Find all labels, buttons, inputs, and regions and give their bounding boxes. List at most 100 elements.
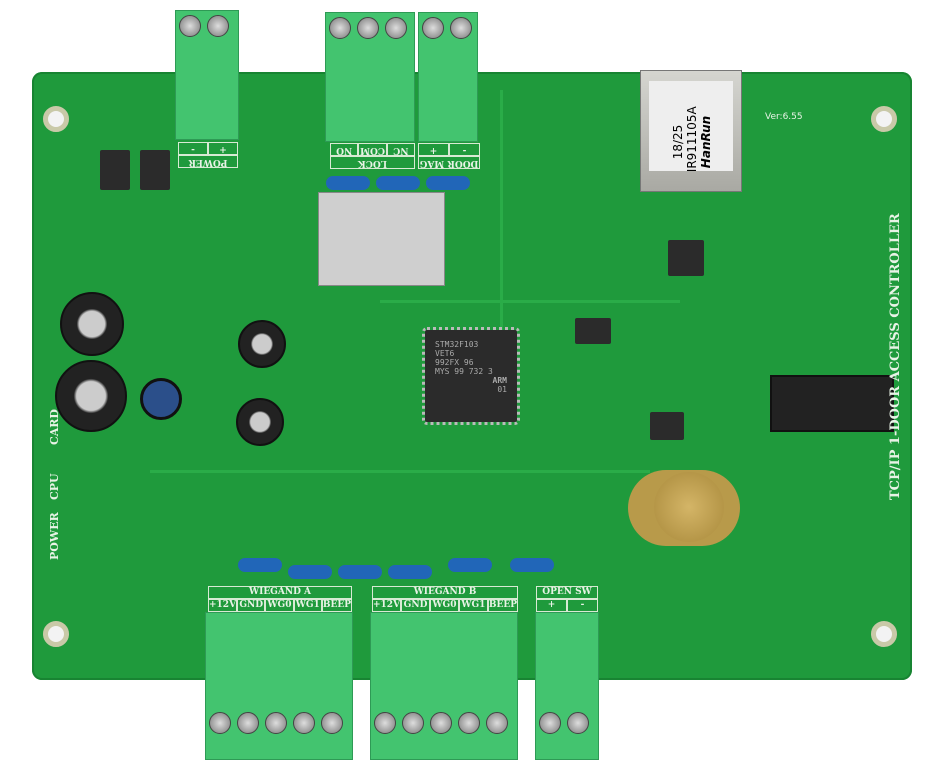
electrolytic-capacitor <box>60 292 124 356</box>
pin-label: GND <box>237 599 266 612</box>
arm-logo: ARM <box>492 376 507 385</box>
capacitor <box>376 176 420 190</box>
model-label: HR911105A <box>685 106 699 171</box>
version-label: Ver:6.55 <box>765 112 803 122</box>
chip <box>100 150 130 190</box>
door-terminal[interactable] <box>418 12 478 142</box>
led-label-power: POWER <box>48 512 61 560</box>
trace <box>500 90 503 330</box>
screw-icon <box>237 712 259 734</box>
ethernet-jack[interactable]: 18/25 HR911105A HanRun <box>640 70 742 192</box>
mcu-line: VET6 <box>435 349 455 358</box>
screw-icon <box>450 17 472 39</box>
chip <box>650 412 684 440</box>
open-sw-terminal[interactable] <box>535 612 599 760</box>
screw-icon <box>357 17 379 39</box>
pin-label: - <box>567 599 598 612</box>
screw-icon <box>422 17 444 39</box>
screw-icon <box>207 15 229 37</box>
capacitor <box>338 565 382 579</box>
capacitor <box>238 558 282 572</box>
screw-icon <box>374 712 396 734</box>
pin-label: WG1 <box>293 599 322 612</box>
trace <box>380 300 680 303</box>
board-title: TCP/IP 1-DOOR ACCESS CONTROLLER <box>888 213 903 500</box>
pin-label: GND <box>401 599 430 612</box>
screw-icon <box>321 712 343 734</box>
capacitor <box>426 176 470 190</box>
power-terminal[interactable] <box>175 10 239 140</box>
door-silk: DOOR MAG -+ <box>418 143 480 169</box>
capacitor <box>388 565 432 579</box>
inductor <box>140 378 182 420</box>
screw-icon <box>458 712 480 734</box>
led-label-card: CARD <box>48 409 61 445</box>
pin-label: NO <box>330 143 359 156</box>
wiegand-b-terminal[interactable] <box>370 612 518 760</box>
power-label: POWER <box>178 155 238 168</box>
mcu-mark: 01 <box>497 385 507 394</box>
trace <box>150 470 650 473</box>
pin-label: WG0 <box>430 599 459 612</box>
pin-label: WG0 <box>265 599 294 612</box>
mcu-line: STM32F103 <box>435 340 479 349</box>
brand-label: HanRun <box>699 115 713 169</box>
screw-icon <box>567 712 589 734</box>
pin-label: - <box>178 142 208 155</box>
screw-icon <box>539 712 561 734</box>
screw-icon <box>486 712 508 734</box>
pin-header[interactable] <box>770 375 894 432</box>
mounting-hole <box>43 621 69 647</box>
wiegand-a-label: WIEGAND A <box>208 586 352 599</box>
pin-label: COM <box>358 143 387 156</box>
coin-battery <box>654 472 724 542</box>
electrolytic-capacitor <box>55 360 127 432</box>
screw-icon <box>179 15 201 37</box>
mounting-hole <box>871 106 897 132</box>
screw-icon <box>402 712 424 734</box>
mcu-line: 992FX 96 <box>435 358 474 367</box>
mounting-hole <box>871 621 897 647</box>
relay <box>318 192 445 286</box>
pin-label: BEEP <box>321 599 353 612</box>
pin-label: - <box>449 143 480 156</box>
screw-icon <box>265 712 287 734</box>
pin-label: WG1 <box>458 599 488 612</box>
power-silk: POWER +- <box>178 142 238 168</box>
chip <box>575 318 611 344</box>
pin-label: + <box>536 599 567 612</box>
lock-terminal[interactable] <box>325 12 415 142</box>
screw-icon <box>329 17 351 39</box>
pin-label: +12V <box>372 599 402 612</box>
capacitor <box>288 565 332 579</box>
pin-label: +12V <box>208 599 238 612</box>
electrolytic-capacitor <box>236 398 284 446</box>
chip <box>668 240 704 276</box>
pin-label: + <box>418 143 449 156</box>
led-label-cpu: CPU <box>48 473 61 500</box>
door-label: DOOR MAG <box>418 156 480 169</box>
pin-label: NC <box>386 143 415 156</box>
lock-label: LOCK <box>330 156 415 169</box>
date-code: 18/25 <box>671 124 685 160</box>
wiegand-a-terminal[interactable] <box>205 612 353 760</box>
open-sw-silk: OPEN SW +- <box>536 586 598 612</box>
mcu-line: MYS 99 732 3 <box>435 367 493 376</box>
screw-icon <box>209 712 231 734</box>
pin-label: + <box>208 142 238 155</box>
electrolytic-capacitor <box>238 320 286 368</box>
mounting-hole <box>43 106 69 132</box>
open-sw-label: OPEN SW <box>536 586 598 599</box>
pin-label: BEEP <box>487 599 518 612</box>
screw-icon <box>430 712 452 734</box>
screw-icon <box>385 17 407 39</box>
wiegand-b-label: WIEGAND B <box>372 586 518 599</box>
capacitor <box>448 558 492 572</box>
capacitor <box>510 558 554 572</box>
mcu-chip: STM32F103 VET6 992FX 96 MYS 99 732 3 ARM… <box>422 327 520 425</box>
capacitor <box>326 176 370 190</box>
screw-icon <box>293 712 315 734</box>
